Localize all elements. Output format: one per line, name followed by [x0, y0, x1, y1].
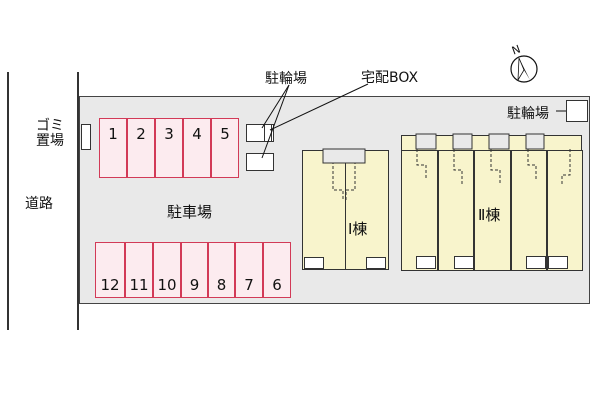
building-2-door-4 [548, 256, 568, 269]
building-2-door-1 [416, 256, 436, 269]
compass-label: N [510, 43, 522, 58]
garbage-label-line2: 置場 [36, 133, 64, 149]
building-2-unit-5 [547, 150, 583, 271]
building-2-unit-4 [511, 150, 547, 271]
stall-number: 10 [157, 276, 177, 294]
parking-stall-11: 11 [125, 242, 153, 298]
compass-icon [510, 55, 538, 83]
building-1-unit-left [302, 150, 346, 270]
stall-number: 11 [129, 276, 149, 294]
stall-number: 4 [192, 125, 202, 143]
parking-stall-7: 7 [235, 242, 263, 298]
building-2-label: Ⅱ棟 [478, 206, 501, 224]
building-1-dashed [326, 162, 362, 200]
road-edge-left [7, 72, 9, 330]
building-1 [302, 150, 389, 270]
building-2-door-2 [454, 256, 474, 269]
stall-number: 6 [272, 276, 282, 294]
parking-stall-9: 9 [181, 242, 208, 298]
stall-number: 9 [189, 276, 200, 294]
parking-stall-4: 4 [183, 118, 211, 178]
leader-line [261, 84, 290, 129]
parking-stall-5: 5 [211, 118, 239, 178]
leader-line [261, 84, 290, 159]
road-edge-right [77, 72, 79, 330]
stall-number: 12 [100, 276, 120, 294]
garbage-label: ゴミ 置場 [30, 119, 70, 149]
building-1-stairs [322, 148, 366, 164]
stall-number: 1 [108, 125, 118, 143]
building-1-label: Ⅰ棟 [348, 220, 368, 238]
leader-line [269, 83, 369, 131]
stall-number: 8 [216, 276, 227, 294]
parking-stall-12: 12 [95, 242, 125, 298]
building-1-unit-right [345, 150, 389, 270]
parking-stall-1: 1 [99, 118, 127, 178]
bicycle-parking-top-label: 駐輪場 [265, 71, 307, 87]
bicycle-parking-right-label: 駐輪場 [507, 106, 549, 122]
building-2-dashed [416, 149, 571, 185]
stall-number: 5 [220, 125, 230, 143]
building-1-door-left [304, 257, 324, 269]
delivery-box-label: 宅配BOX [361, 70, 419, 86]
stall-number: 3 [164, 125, 174, 143]
building-2-door-3 [526, 256, 546, 269]
stall-number: 2 [136, 125, 146, 143]
road-label: 道路 [25, 196, 53, 212]
parking-stall-10: 10 [153, 242, 181, 298]
garbage-label-line1: ゴミ [36, 118, 64, 134]
building-2-stairs [415, 133, 545, 150]
garbage-area [81, 124, 91, 150]
bicycle-parking-right-box [566, 100, 588, 122]
building-1-door-right [366, 257, 386, 269]
parking-stall-2: 2 [127, 118, 155, 178]
parking-stall-6: 6 [263, 242, 291, 298]
parking-lot-label: 駐車場 [167, 203, 213, 221]
stall-number: 7 [244, 276, 254, 294]
parking-stall-3: 3 [155, 118, 183, 178]
building-2-unit-1 [401, 150, 438, 271]
bicycle-parking-lower-box [246, 153, 274, 171]
parking-stall-8: 8 [208, 242, 235, 298]
